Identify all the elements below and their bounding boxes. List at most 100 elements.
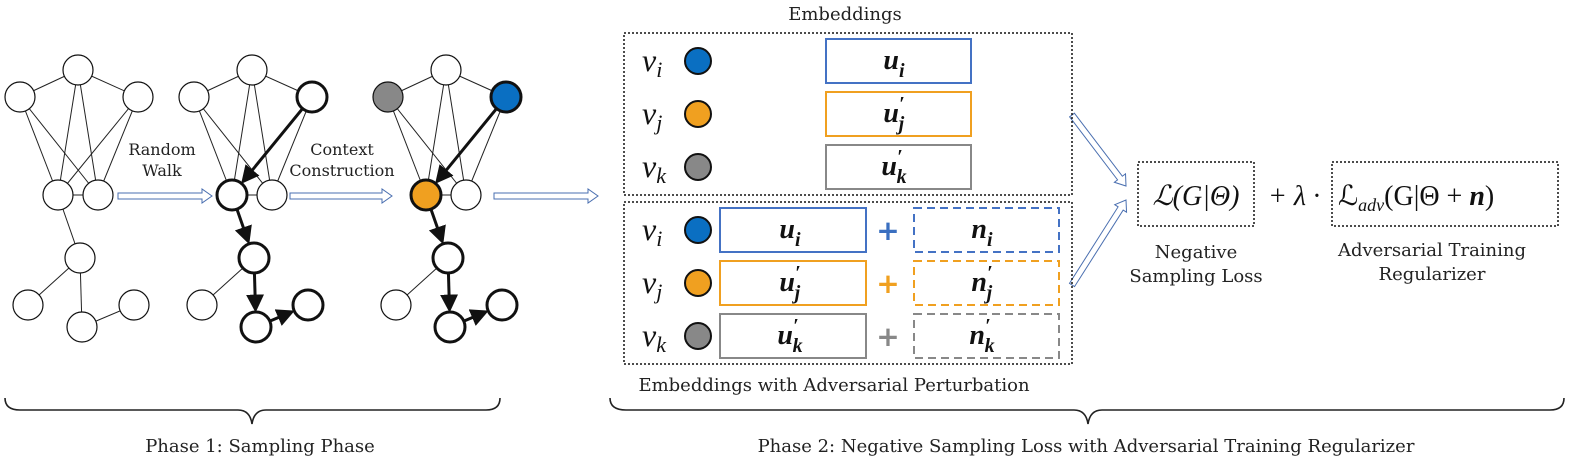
graph-edge (445, 69, 467, 196)
graph-node (256, 179, 288, 211)
embedding-box (719, 207, 867, 253)
graph-node (489, 80, 523, 114)
embedding-box (825, 144, 972, 190)
graph-node (239, 310, 273, 344)
node-label: vi (642, 211, 662, 251)
embedding-vector: u′k (777, 315, 802, 357)
graph-edge (193, 96, 233, 196)
graph-node (62, 54, 94, 86)
graph-node (433, 310, 467, 344)
embedding-box (719, 313, 867, 359)
graph-edge (387, 96, 427, 196)
noise-box (913, 207, 1060, 253)
node-dot (684, 47, 712, 75)
node-label: vk (642, 148, 667, 188)
graph-edge (251, 69, 273, 196)
noise-vector: ni (971, 214, 993, 251)
node-dot (684, 153, 712, 181)
graph-edge (19, 96, 59, 196)
context-construction-label-1: Context (310, 140, 374, 159)
graph-node (215, 178, 249, 212)
phase2-brace (609, 397, 1565, 425)
hollow-arrow-diag (1068, 112, 1127, 187)
plus-sign: + (876, 214, 899, 247)
embedding-vector: u′j (779, 262, 800, 304)
walk-edge (270, 309, 295, 326)
embedding-box (825, 91, 972, 137)
graphs-group (4, 54, 523, 344)
adv-caption-1: Adversarial Training (1337, 240, 1526, 261)
graph-node (430, 54, 462, 86)
embeddings-title: Embeddings (788, 4, 902, 25)
loss-term: ℒ(G|Θ) (1153, 181, 1240, 212)
node-dot (684, 269, 712, 297)
graph-node (42, 179, 74, 211)
graph-1 (4, 54, 154, 343)
hollow-arrow (493, 188, 599, 204)
graph-2 (178, 54, 329, 344)
node-dot (684, 322, 712, 350)
phase2-label: Phase 2: Negative Sampling Loss with Adv… (758, 436, 1415, 457)
random-walk-label-2: Walk (142, 161, 182, 180)
embedding-vector: u′k (881, 146, 906, 188)
graph-node (409, 178, 443, 212)
phase1-label: Phase 1: Sampling Phase (145, 436, 375, 457)
node-label: vi (642, 42, 662, 82)
hollow-arrow-shape (1068, 112, 1127, 187)
node-dot (684, 216, 712, 244)
embedding-vector: u′j (883, 93, 904, 135)
walk-edge (435, 108, 498, 184)
graph-node (12, 289, 44, 321)
graph-node (450, 179, 482, 211)
hollow-arrows (117, 112, 1128, 288)
phase1-brace (4, 397, 501, 425)
embeddings-box (623, 32, 1073, 196)
loss-caption-1: Negative (1155, 242, 1237, 263)
node-label: vj (642, 95, 662, 135)
graph-node (64, 242, 96, 274)
embedding-box (719, 260, 867, 306)
perturbed-embeddings-title: Embeddings with Adversarial Perturbation (638, 375, 1030, 396)
graph-edge (425, 69, 447, 196)
hollow-arrow (117, 188, 213, 204)
node-dot (684, 100, 712, 128)
graph-node (295, 80, 329, 114)
loss-caption-2: Sampling Loss (1129, 266, 1262, 287)
plus-sign: + (876, 267, 899, 300)
hollow-arrow-shape (1068, 199, 1128, 288)
perturbed-embeddings-box (623, 201, 1073, 365)
graph-edge (77, 69, 99, 196)
graph-node (372, 81, 404, 113)
walk-edge (464, 309, 489, 326)
walk-edge (440, 273, 459, 313)
hollow-arrow-diag (1068, 199, 1128, 288)
context-construction-label-2: Construction (289, 161, 394, 180)
graph-node (237, 241, 271, 275)
plus-lambda-operator: + λ · (1268, 181, 1320, 212)
graph-edge (231, 69, 253, 196)
graph-edge (19, 96, 99, 196)
graph-node (186, 289, 218, 321)
plus-sign: + (876, 320, 899, 353)
graph-edge (57, 96, 139, 196)
graph-node (66, 311, 98, 343)
walk-edge (234, 209, 252, 245)
graph-node (431, 241, 465, 275)
walk-edge (241, 108, 304, 184)
walk-edge (428, 209, 446, 245)
noise-box (913, 260, 1060, 306)
node-label: vj (642, 264, 662, 304)
embedding-vector: ui (779, 214, 801, 251)
loss-term-box (1137, 161, 1255, 227)
graph-node (485, 288, 519, 322)
graph-node (82, 179, 114, 211)
graph-edge (465, 96, 507, 196)
graph-node (178, 81, 210, 113)
walk-edge (246, 273, 265, 313)
node-label: vk (642, 317, 667, 357)
graph-node (236, 54, 268, 86)
adv-term: ℒadv(G|Θ + n) (1338, 181, 1494, 215)
random-walk-label-1: Random (128, 140, 195, 159)
noise-vector: n′j (971, 262, 992, 304)
